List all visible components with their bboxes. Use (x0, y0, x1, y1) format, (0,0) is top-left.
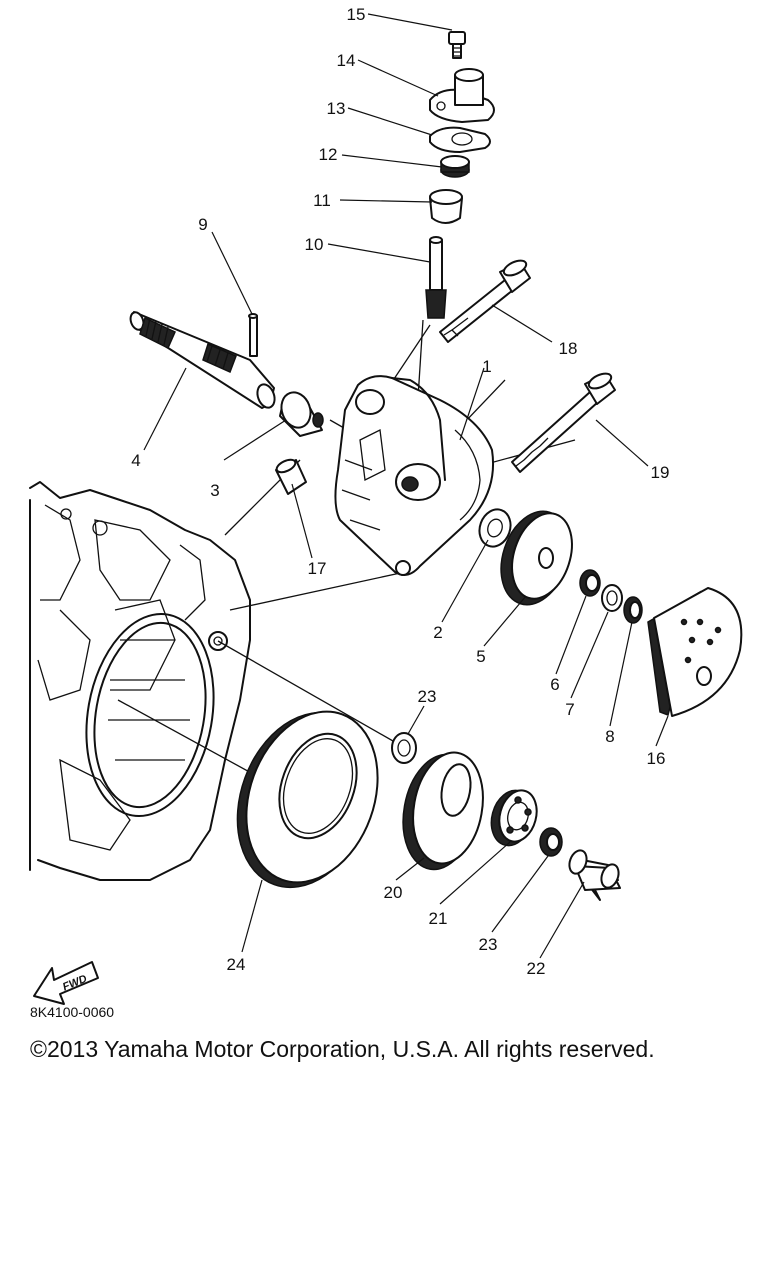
part-2-washer (478, 508, 512, 548)
part-13-gasket (429, 126, 491, 153)
part-24-seal-ring (236, 710, 379, 889)
callout-24: 24 (227, 955, 246, 974)
callout-16: 16 (647, 749, 666, 768)
callout-6: 6 (550, 675, 559, 694)
diagram-code: 8K4100-0060 (30, 1004, 115, 1020)
part-15-bolt (448, 31, 466, 59)
callout-labels: 15 14 13 12 11 10 9 18 1 19 4 3 17 2 5 6… (131, 5, 669, 978)
callout-22: 22 (527, 959, 546, 978)
part-16-plate (647, 587, 743, 717)
part-5-gear (500, 510, 573, 606)
part-3-collar (279, 391, 324, 437)
callout-23-lower: 23 (479, 935, 498, 954)
callout-5: 5 (476, 647, 485, 666)
callout-20: 20 (384, 883, 403, 902)
fwd-arrow-icon: FWD (33, 961, 99, 1005)
callout-10: 10 (305, 235, 324, 254)
parts-diagram: 15 14 13 12 11 10 9 18 1 19 4 3 17 2 5 6… (29, 5, 743, 1005)
callout-9: 9 (198, 215, 207, 234)
callout-15: 15 (347, 5, 366, 24)
callout-1: 1 (482, 357, 491, 376)
callout-21: 21 (429, 909, 448, 928)
leader-lines (143, 13, 669, 959)
callout-14: 14 (337, 51, 356, 70)
part-20-gear (402, 751, 484, 871)
part-6-7-8-washers (579, 569, 643, 624)
part-14-cap (429, 68, 495, 123)
callout-3: 3 (210, 481, 219, 500)
callout-8: 8 (605, 727, 614, 746)
crankcase-drawing (29, 481, 251, 881)
part-11-bushing (429, 189, 463, 224)
part-22-shaft (568, 849, 621, 901)
part-23-washer-upper (391, 732, 417, 764)
part-17-dowel (275, 458, 307, 495)
callout-17: 17 (308, 559, 327, 578)
callout-19: 19 (651, 463, 670, 482)
part-23-washer-lower (539, 827, 563, 857)
part-10-gear-shaft (425, 236, 447, 319)
part-18-bolt (439, 259, 531, 343)
part-1-housing (334, 375, 494, 576)
callout-13: 13 (327, 99, 346, 118)
callout-7: 7 (565, 700, 574, 719)
part-9-pin (248, 313, 258, 357)
part-19-bolt (511, 372, 616, 473)
callout-11: 11 (313, 191, 331, 210)
part-12-seal (440, 155, 470, 178)
callout-18: 18 (559, 339, 578, 358)
callout-2: 2 (433, 623, 442, 642)
copyright-notice: ©2013 Yamaha Motor Corporation, U.S.A. A… (30, 1036, 655, 1062)
callout-12: 12 (319, 145, 338, 164)
callout-4: 4 (131, 451, 140, 470)
part-4-worm-shaft (129, 311, 276, 409)
part-21-bearing (490, 789, 538, 847)
callout-23-upper: 23 (418, 687, 437, 706)
